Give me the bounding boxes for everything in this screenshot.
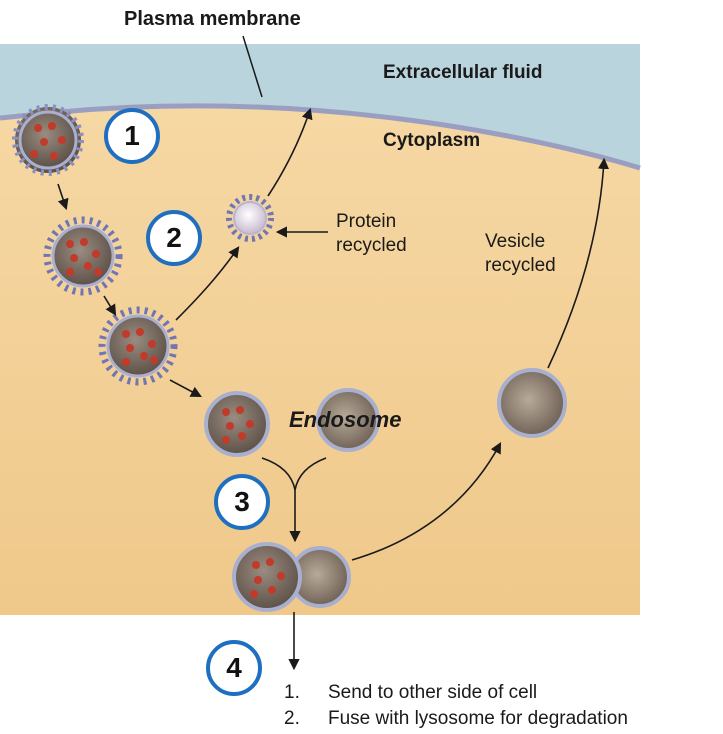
outcome-list: 1. Send to other side of cell 2. Fuse with… xyxy=(284,682,628,734)
outcome-text: Send to other side of cell xyxy=(328,682,538,703)
step-1-badge: 1 xyxy=(104,108,160,164)
cargo-particles xyxy=(30,122,66,160)
outcome-number: 2. xyxy=(284,708,300,729)
arrow-1-to-2 xyxy=(57,183,69,211)
coated-pit-vesicle xyxy=(12,104,84,176)
protein-recycled-label: Protein recycled xyxy=(336,211,407,256)
outcome-number: 1. xyxy=(284,682,300,703)
coated-vesicle-a xyxy=(43,216,123,296)
vesicle-recycled-label: Vesicle recycled xyxy=(485,231,556,276)
cytoplasm-region xyxy=(0,105,640,616)
cytoplasm-label: Cytoplasm xyxy=(383,130,481,151)
arrow-fusion-to-recycled xyxy=(351,442,502,561)
membrane-pointer-line xyxy=(242,35,263,98)
arrow-to-protein-recycle xyxy=(175,246,240,321)
extracellular-region xyxy=(0,44,640,168)
extracellular-fluid-label: Extracellular fluid xyxy=(383,62,543,83)
step-3-badge: 3 xyxy=(214,474,270,530)
recycled-protein-vesicle xyxy=(226,194,274,242)
outcome-text: Fuse with lysosome for degradation xyxy=(328,708,628,729)
arrows xyxy=(57,107,610,671)
plasma-membrane-label: Plasma membrane xyxy=(124,8,301,30)
endosome-label: Endosome xyxy=(289,407,402,432)
outcome-item: 1. Send to other side of cell xyxy=(284,682,628,708)
plasma-membrane xyxy=(0,103,641,171)
arrow-protein-to-membrane xyxy=(267,107,313,197)
arrow-vesicle-to-membrane xyxy=(547,157,610,369)
step-4-badge: 4 xyxy=(206,640,262,696)
arrow-2-to-3 xyxy=(103,295,117,316)
endosome-empty-vesicle xyxy=(316,388,380,452)
arrow-3-to-endosome xyxy=(169,379,202,398)
outcome-item: 2. Fuse with lysosome for degradation xyxy=(284,708,628,734)
endosome-cargo-vesicle xyxy=(204,391,270,457)
coated-vesicle-b xyxy=(98,306,178,386)
fused-vesicle xyxy=(232,542,351,612)
step-2-badge: 2 xyxy=(146,210,202,266)
recycled-vesicle xyxy=(497,368,567,438)
